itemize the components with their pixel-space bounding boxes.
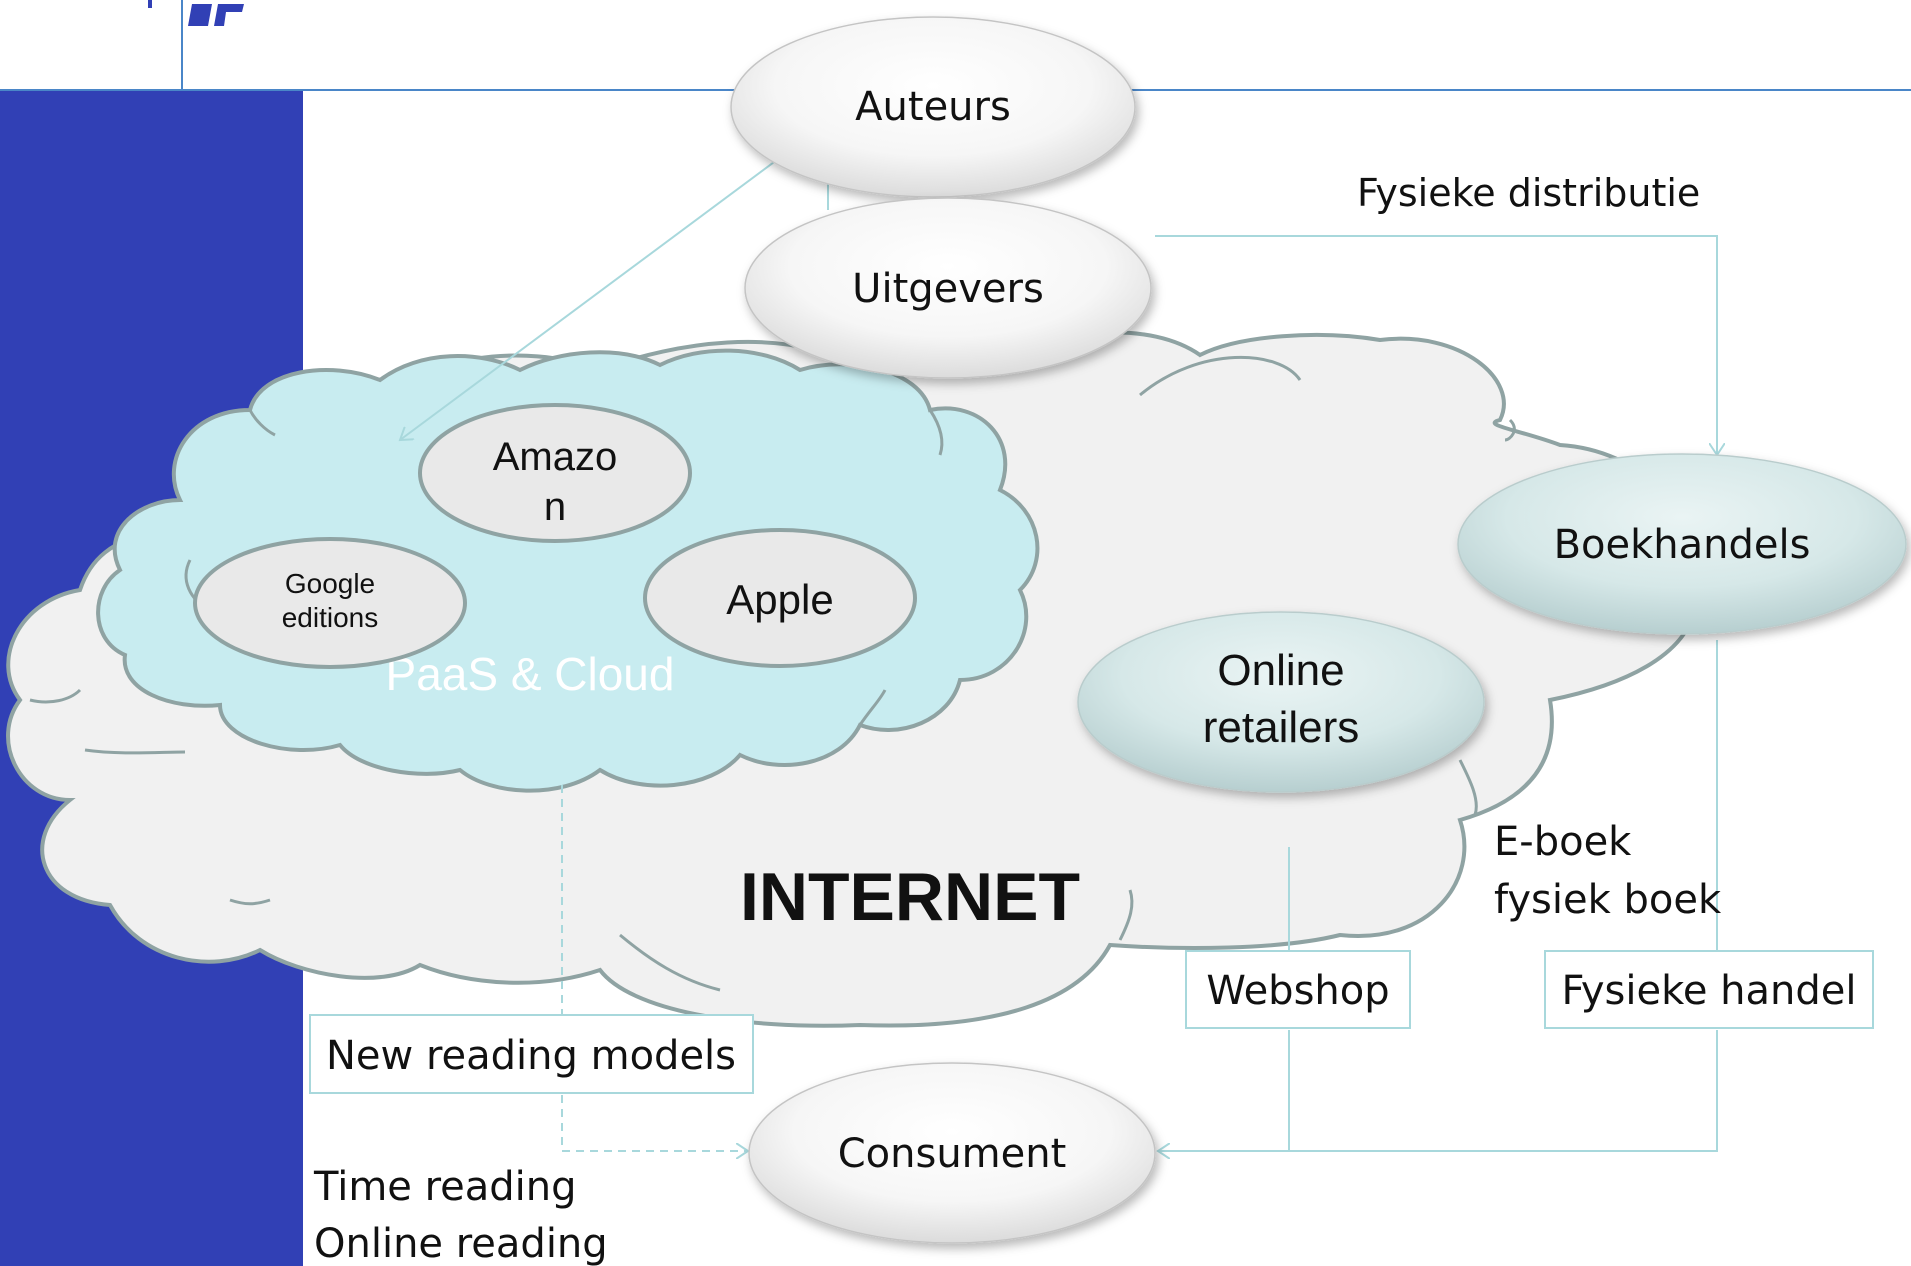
label-new-reading-models: New reading models bbox=[326, 1033, 736, 1079]
node-consument[interactable]: Consument bbox=[748, 1062, 1156, 1244]
node-auteurs[interactable]: Auteurs bbox=[730, 16, 1136, 198]
logo bbox=[0, 0, 244, 90]
node-google-label-line1: Google bbox=[285, 568, 375, 599]
node-google-editions[interactable]: Google editions bbox=[193, 537, 467, 669]
node-amazon[interactable]: Amazo n bbox=[418, 403, 692, 543]
node-uitgevers[interactable]: Uitgevers bbox=[744, 197, 1152, 379]
node-consument-label: Consument bbox=[838, 1131, 1067, 1177]
node-uitgevers-label: Uitgevers bbox=[852, 266, 1044, 312]
node-boekhandels[interactable]: Boekhandels bbox=[1457, 453, 1907, 635]
paas-cloud bbox=[96, 348, 1040, 793]
node-amazon-label-line2: n bbox=[544, 485, 566, 529]
internet-label: INTERNET bbox=[740, 859, 1080, 935]
node-apple-label: Apple bbox=[726, 576, 833, 623]
label-fysieke-distributie: Fysieke distributie bbox=[1357, 171, 1700, 215]
new-reading-models-box: New reading models bbox=[309, 1014, 754, 1094]
label-eboek: E-boek bbox=[1494, 819, 1632, 865]
node-google-label-line2: editions bbox=[282, 602, 379, 633]
paas-cloud-label: PaaS & Cloud bbox=[386, 648, 675, 700]
node-online-retailers[interactable]: Online retailers bbox=[1077, 611, 1485, 793]
node-boekhandels-label: Boekhandels bbox=[1554, 522, 1811, 568]
fysieke-handel-box: Fysieke handel bbox=[1544, 950, 1874, 1029]
connectors bbox=[400, 121, 1717, 1151]
node-online-retailers-label-line2: retailers bbox=[1203, 703, 1360, 752]
node-auteurs-label: Auteurs bbox=[855, 84, 1011, 130]
node-amazon-label-line1: Amazo bbox=[493, 435, 618, 479]
label-webshop: Webshop bbox=[1206, 968, 1389, 1014]
label-fysieke-handel: Fysieke handel bbox=[1562, 968, 1857, 1014]
webshop-box: Webshop bbox=[1185, 950, 1411, 1029]
label-time-reading: Time reading bbox=[313, 1164, 577, 1210]
label-fysiek-boek: fysiek boek bbox=[1494, 877, 1722, 923]
node-apple[interactable]: Apple bbox=[643, 528, 917, 668]
node-online-retailers-label-line1: Online bbox=[1217, 646, 1344, 695]
label-online-reading: Online reading bbox=[314, 1221, 608, 1266]
